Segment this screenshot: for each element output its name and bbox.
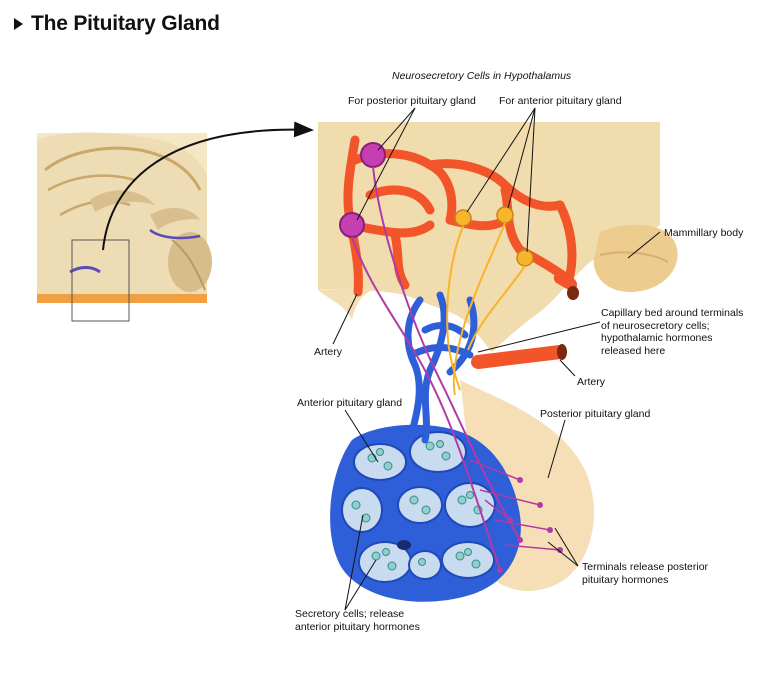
label-capillary-bed: Capillary bed around terminals of neuros… xyxy=(601,307,743,357)
page-title: The Pituitary Gland xyxy=(31,12,220,35)
label-terminals-release-line: pituitary hormones xyxy=(582,573,669,586)
anterior-neurons xyxy=(446,206,534,396)
label-capillary-bed-line: of neurosecretory cells; xyxy=(601,319,710,332)
label-terminals-release: Terminals release posterior pituitary ho… xyxy=(582,561,708,586)
label-secretory-cells-line: Secretory cells; release xyxy=(295,608,405,620)
label-artery-left: Artery xyxy=(314,346,343,358)
label-mammillary-body: Mammillary body xyxy=(664,227,744,239)
header: The Pituitary Gland xyxy=(14,12,220,36)
label-capillary-bed-line: released here xyxy=(601,344,666,357)
label-artery-right: Artery xyxy=(577,376,606,388)
label-for-anterior: For anterior pituitary gland xyxy=(499,95,622,107)
label-secretory-cells-line: anterior pituitary hormones xyxy=(295,620,420,633)
brain-inset xyxy=(37,132,212,322)
label-anterior-pituitary: Anterior pituitary gland xyxy=(297,397,403,409)
label-capillary-bed-line: hypothalamic hormones xyxy=(601,332,713,344)
play-triangle-icon xyxy=(14,18,23,30)
label-posterior-pituitary: Posterior pituitary gland xyxy=(540,408,651,420)
label-capillary-bed-line: Capillary bed around terminals xyxy=(601,307,744,319)
label-terminals-release-line: Terminals release posterior xyxy=(582,561,709,573)
label-neurosecretory-cells: Neurosecretory Cells in Hypothalamus xyxy=(392,70,572,82)
label-secretory-cells: Secretory cells; release anterior pituit… xyxy=(295,608,420,633)
label-for-posterior: For posterior pituitary gland xyxy=(348,95,476,107)
